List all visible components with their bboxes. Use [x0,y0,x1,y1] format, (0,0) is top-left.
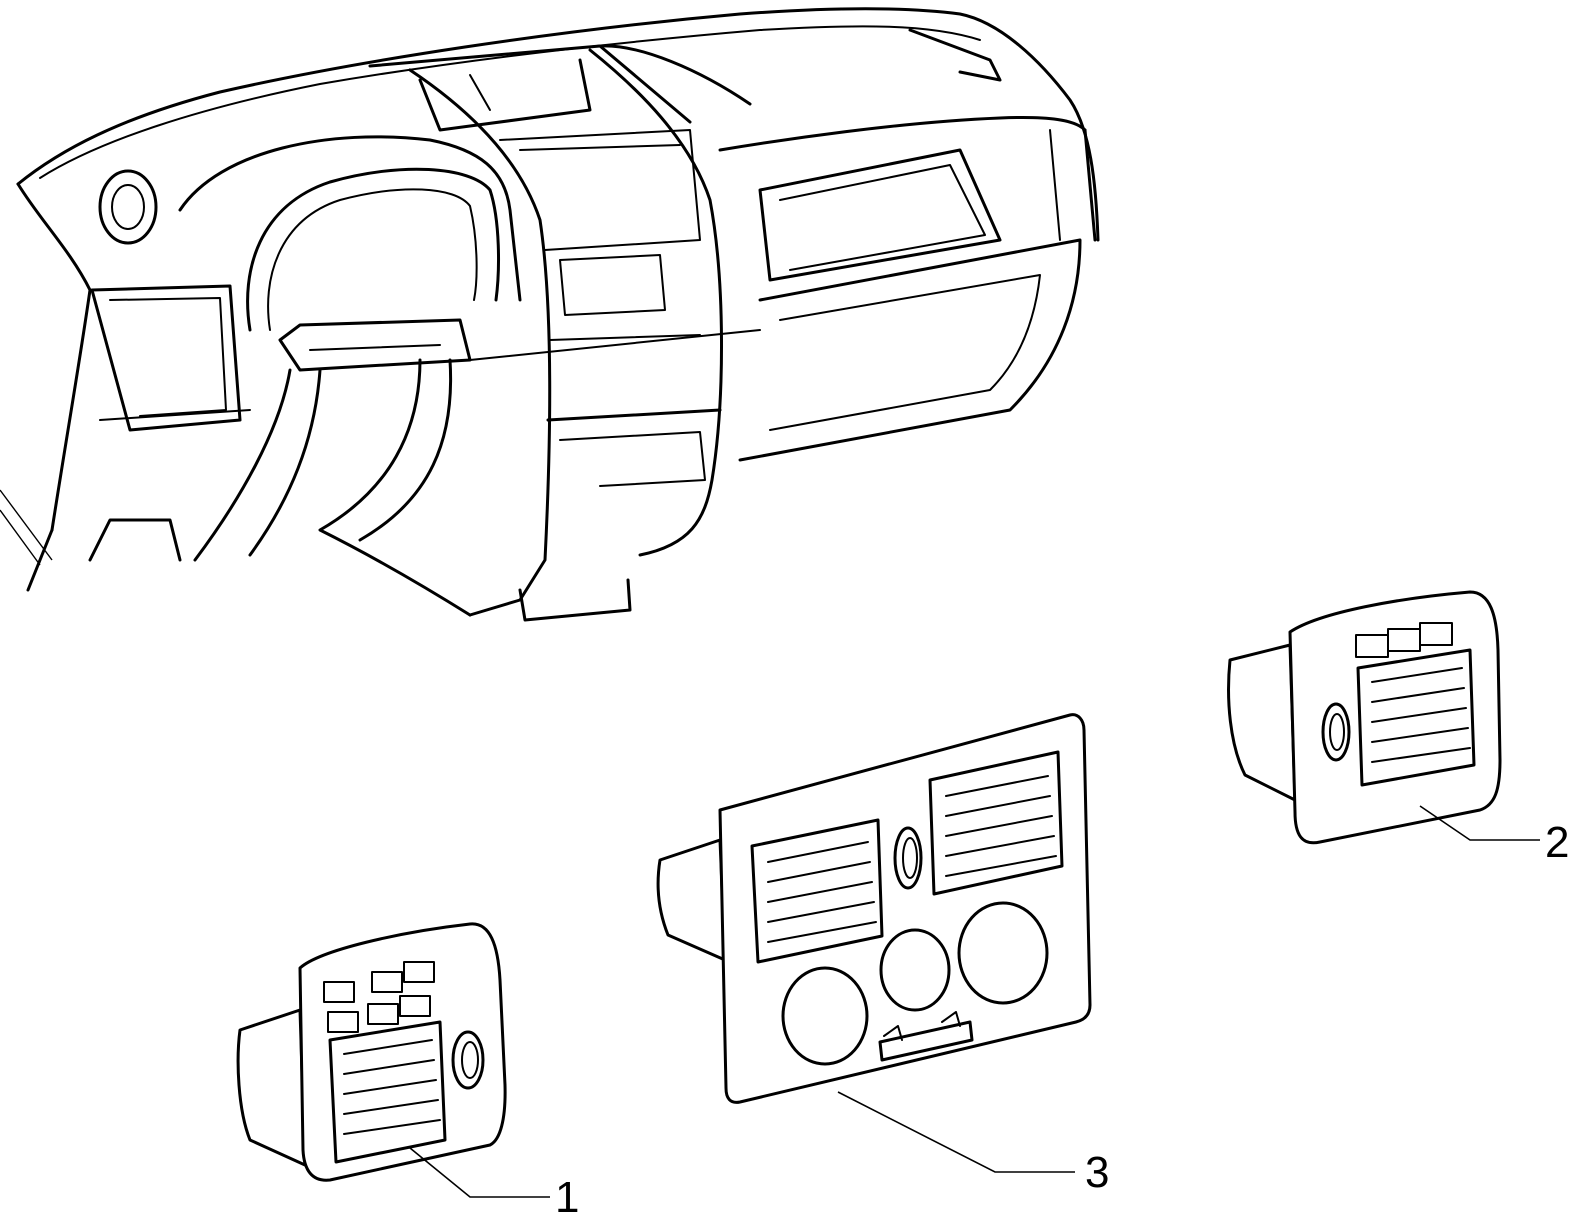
part-3-center-vent-panel [656,713,1092,1104]
part-2-side-vent [1227,590,1502,845]
callout-label-3: 3 [1085,1148,1109,1197]
part-1-side-vent [236,922,507,1182]
leader-line-2 [1419,805,1540,841]
dashboard-assembly [0,7,1100,622]
callout-label-2: 2 [1545,818,1569,867]
callout-label-1: 1 [555,1173,579,1222]
leader-line-3 [837,1091,1075,1173]
leader-line-1 [409,1147,550,1198]
